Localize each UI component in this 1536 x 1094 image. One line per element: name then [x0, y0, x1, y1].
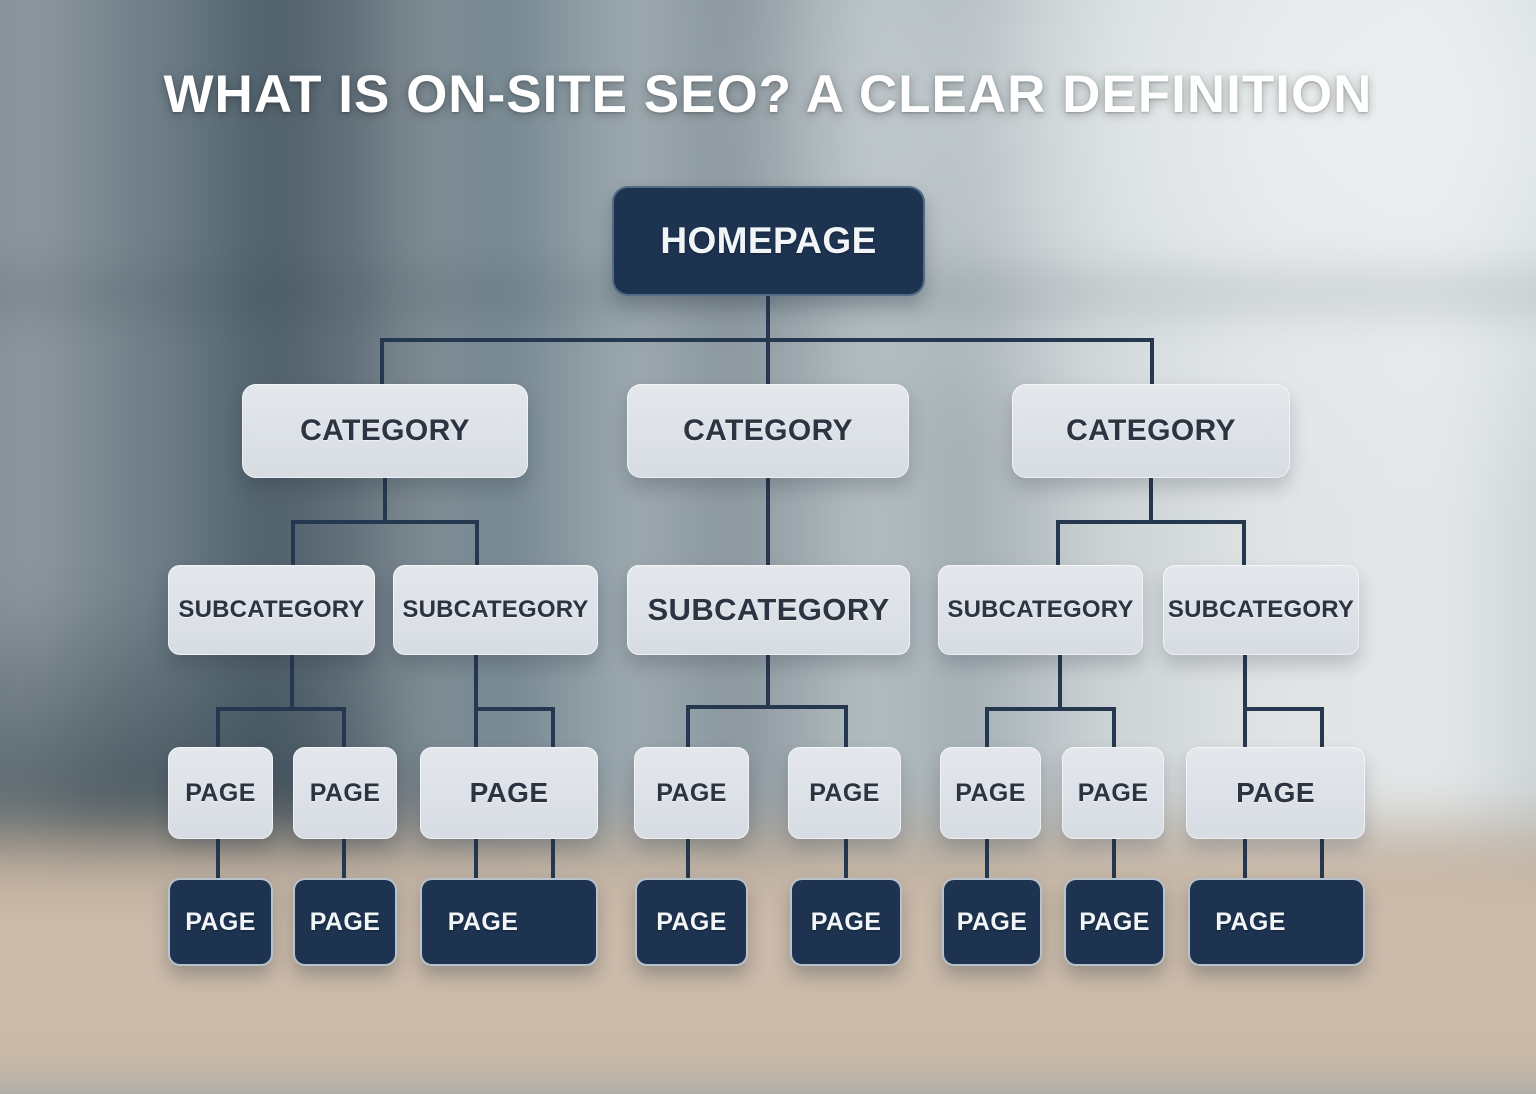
page-label: PAGE: [185, 907, 256, 936]
subcategory-label: SUBCATEGORY: [647, 592, 890, 627]
category-box-right: CATEGORY: [1012, 384, 1290, 478]
dark-page-box-center-1: PAGE: [635, 878, 748, 966]
subcategory-box-left-1: SUBCATEGORY: [168, 565, 375, 655]
connector-homepage-to-categories: [380, 292, 1154, 388]
dark-page-box-right-2: PAGE: [1064, 878, 1165, 966]
page-box-right-2: PAGE: [1062, 747, 1164, 839]
page-label: PAGE: [447, 907, 519, 936]
subcategory-box-left-2: SUBCATEGORY: [393, 565, 598, 655]
page-box-right-wide: PAGE: [1186, 747, 1365, 839]
connector-lines: [216, 292, 1324, 882]
page-title: WHAT IS ON-SITE SEO? A CLEAR DEFINITION: [163, 65, 1373, 124]
page-box-left-wide: PAGE: [420, 747, 598, 839]
page-label: PAGE: [656, 907, 727, 936]
connector-category-left-to-subcategories: [291, 475, 479, 570]
connector-category-right-to-subcategories: [1056, 475, 1246, 570]
page-label: PAGE: [185, 778, 256, 807]
connector-subcategory-r1-to-pages: [985, 651, 1116, 752]
subcategory-label: SUBCATEGORY: [947, 596, 1134, 623]
connector-subcategory-l2-to-page: [474, 651, 555, 752]
category-box-left: CATEGORY: [242, 384, 528, 478]
subcategory-label: SUBCATEGORY: [178, 596, 365, 623]
dark-page-box-right-wide: PAGE: [1188, 878, 1365, 966]
subcategory-box-right-2: SUBCATEGORY: [1163, 565, 1359, 655]
homepage-box: HOMEPAGE: [612, 186, 925, 296]
category-label: CATEGORY: [683, 414, 853, 447]
page-box-left-1: PAGE: [168, 747, 273, 839]
dark-page-box-left-2: PAGE: [293, 878, 397, 966]
connector-pages-to-dark-pages: [216, 834, 1324, 882]
dark-page-box-left-wide: PAGE: [420, 878, 598, 966]
subcategory-label: SUBCATEGORY: [1167, 596, 1355, 623]
subcategory-box-center: SUBCATEGORY: [627, 565, 910, 655]
subcategory-label: SUBCATEGORY: [402, 596, 589, 623]
page-box-right-1: PAGE: [940, 747, 1041, 839]
connector-subcategory-r2-to-page: [1243, 651, 1324, 752]
page-label: PAGE: [1077, 778, 1149, 807]
page-label: PAGE: [656, 778, 727, 807]
category-box-center: CATEGORY: [627, 384, 909, 478]
dark-page-box-right-1: PAGE: [942, 878, 1042, 966]
page-label: PAGE: [1079, 907, 1150, 936]
page-label: PAGE: [956, 907, 1028, 936]
page-box-center-2: PAGE: [788, 747, 901, 839]
page-label: PAGE: [469, 777, 549, 808]
page-box-center-1: PAGE: [634, 747, 749, 839]
homepage-label: HOMEPAGE: [660, 220, 877, 261]
connector-subcategory-l1-to-pages: [216, 651, 346, 752]
page-label: PAGE: [309, 907, 381, 936]
subcategory-box-right-1: SUBCATEGORY: [938, 565, 1143, 655]
category-label: CATEGORY: [300, 414, 470, 447]
page-label: PAGE: [309, 778, 381, 807]
page-label: PAGE: [810, 907, 882, 936]
category-label: CATEGORY: [1066, 414, 1236, 447]
page-label: PAGE: [955, 778, 1026, 807]
page-label: PAGE: [809, 778, 880, 807]
connector-subcategory-center-to-pages: [686, 651, 848, 752]
dark-page-box-center-2: PAGE: [790, 878, 902, 966]
page-box-left-2: PAGE: [293, 747, 397, 839]
page-label: PAGE: [1215, 907, 1286, 936]
page-label: PAGE: [1236, 777, 1315, 808]
dark-page-box-left-1: PAGE: [168, 878, 273, 966]
